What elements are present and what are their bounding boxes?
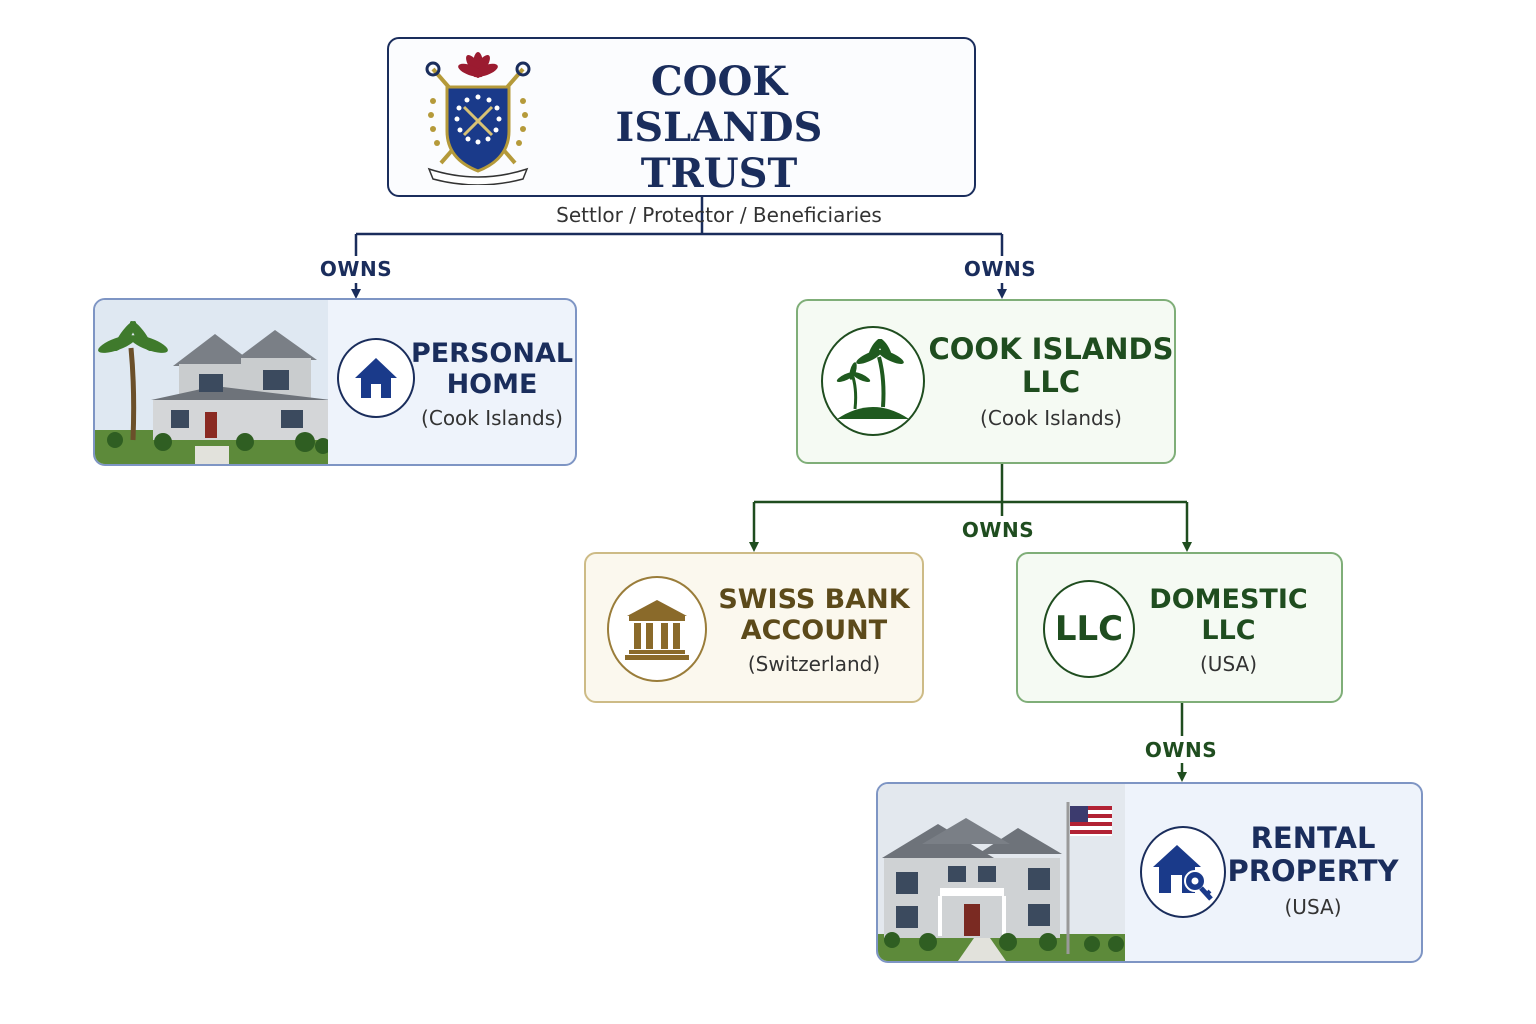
coat-of-arms-icon [419,51,537,186]
llc-badge-icon: LLC [1043,580,1135,678]
rental-node: RENTAL PROPERTY (USA) [876,782,1423,963]
house-key-icon [1140,826,1226,918]
palm-island-icon [821,326,925,436]
personal-home-subtitle: (Cook Islands) [421,406,563,431]
rental-subtitle: (USA) [1284,894,1342,919]
rental-title-line1: RENTAL [1250,821,1376,855]
trust-title-line1: COOK ISLANDS [615,58,823,151]
trust-title-line2: TRUST [640,150,798,197]
cook-llc-title-line1: COOK ISLANDS [928,332,1174,366]
owns-label-llc-children: OWNS [961,518,1035,542]
swiss-bank-title-line2: ACCOUNT [740,615,888,647]
cook-llc-title-line2: LLC [1021,365,1081,400]
personal-home-title-line2: HOME [446,369,538,401]
rental-title-line2: PROPERTY [1227,854,1399,889]
cook-llc-node: COOK ISLANDS LLC (Cook Islands) [796,299,1176,464]
cook-llc-subtitle: (Cook Islands) [980,405,1122,430]
trust-node: COOK ISLANDS TRUST Settlor / Protector /… [387,37,976,227]
owns-label-rental: OWNS [1144,738,1218,762]
owns-label-cook-llc: OWNS [963,257,1037,281]
swiss-bank-node: SWISS BANK ACCOUNT (Switzerland) [584,552,924,703]
bank-icon [607,576,707,682]
rental-photo [878,784,1125,961]
owns-label-personal-home: OWNS [319,257,393,281]
personal-home-node: PERSONAL HOME (Cook Islands) [93,298,577,466]
swiss-bank-subtitle: (Switzerland) [747,652,881,677]
cook-llc-connector [749,463,1192,552]
house-icon [337,338,415,418]
personal-home-photo [95,300,328,464]
domestic-llc-subtitle: (USA) [1200,652,1257,677]
trust-subtitle: Settlor / Protector / Beneficiaries [556,203,882,227]
domestic-llc-title-line2: LLC [1201,615,1256,647]
domestic-llc-node: LLC DOMESTIC LLC (USA) [1016,552,1343,703]
personal-home-title-line1: PERSONAL [410,338,574,369]
llc-badge-text: LLC [1054,609,1124,649]
domestic-llc-title-line1: DOMESTIC [1149,584,1308,615]
swiss-bank-title-line1: SWISS BANK [718,584,910,615]
trust-connector [351,197,1007,299]
